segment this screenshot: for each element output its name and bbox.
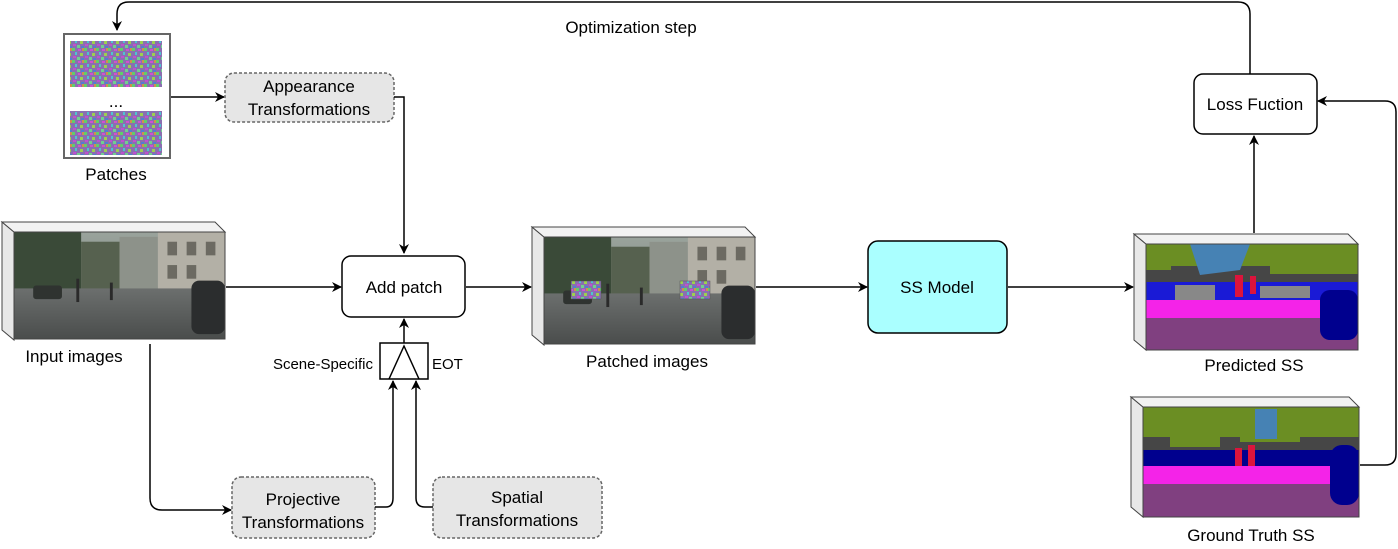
ground-truth-ss-label: Ground Truth SS [1187, 526, 1315, 544]
input-images-label: Input images [25, 347, 122, 366]
arrow-ground-truth-to-loss [1317, 96, 1397, 466]
predicted-ss-stack [1132, 232, 1360, 352]
appearance-line2: Transformations [248, 100, 370, 119]
ground-truth-ss-stack [1129, 395, 1361, 519]
arrow-appearance-to-add-patch [394, 96, 409, 254]
ss-model-label: SS Model [900, 278, 974, 297]
arrow-projective-to-selector [375, 380, 398, 508]
applied-patch-right [679, 280, 711, 300]
arrow-spatial-to-selector [411, 380, 433, 508]
loss-function-box: Loss Fuction [1193, 73, 1318, 135]
input-images-stack [0, 220, 227, 342]
arrow-input-to-projective [149, 344, 232, 515]
appearance-transformations-box: Appearance Transformations [224, 72, 395, 123]
scene-eot-selector [379, 342, 429, 380]
patched-images-stack [530, 225, 757, 347]
loss-function-label: Loss Fuction [1207, 95, 1303, 114]
patches-ellipsis: ... [109, 92, 123, 111]
eot-label: EOT [432, 356, 463, 373]
ground-truth-segmentation-map [1143, 407, 1359, 517]
applied-patch-left [570, 280, 602, 300]
predicted-ss-label: Predicted SS [1204, 356, 1303, 375]
optimization-loop-arrow [112, 1, 1251, 74]
spatial-line1: Spatial [491, 488, 543, 507]
add-patch-label: Add patch [366, 278, 443, 297]
patches-stack: ... [63, 33, 171, 159]
scene-specific-label: Scene-Specific [273, 356, 374, 373]
projective-transformations-box: Projective Transformations [231, 476, 376, 539]
spatial-line2: Transformations [456, 511, 578, 530]
patched-images-label: Patched images [586, 352, 708, 371]
predicted-segmentation-map [1146, 244, 1358, 350]
optimization-step-label: Optimization step [565, 18, 696, 37]
appearance-line1: Appearance [263, 77, 355, 96]
add-patch-box: Add patch [341, 255, 466, 318]
projective-line2: Transformations [242, 513, 364, 532]
patch-thumbnail-top [70, 41, 162, 87]
patch-thumbnail-bottom [70, 111, 162, 155]
patches-label: Patches [85, 165, 146, 184]
projective-line1: Projective [266, 490, 341, 509]
input-image-photo [14, 232, 225, 339]
ss-model-box: SS Model [867, 240, 1008, 334]
spatial-transformations-box: Spatial Transformations [432, 476, 603, 539]
